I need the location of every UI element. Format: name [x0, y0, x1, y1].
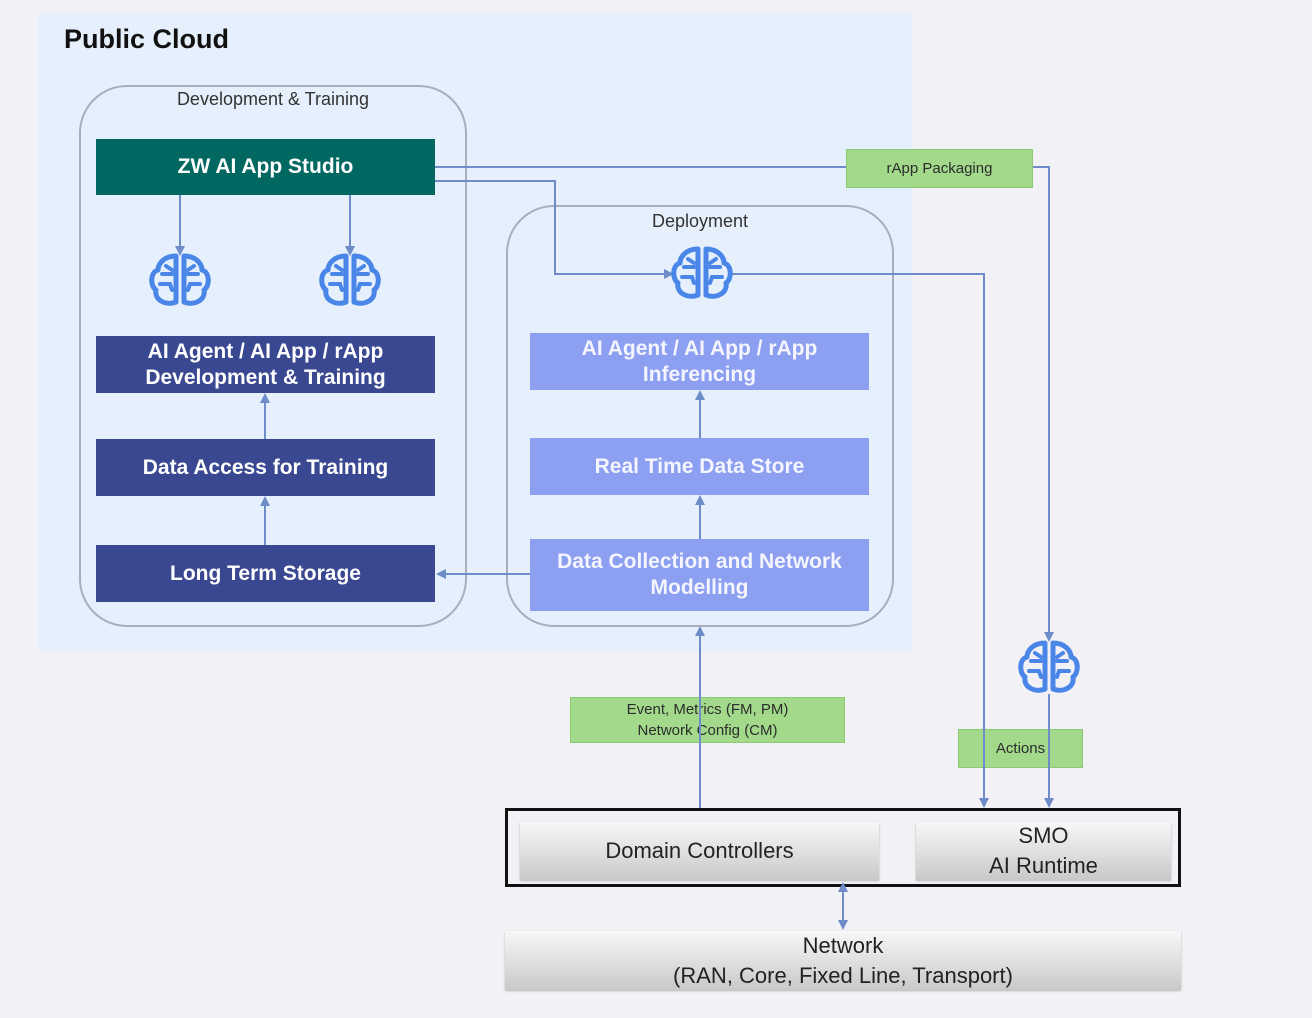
brain-icon [674, 249, 731, 296]
real-time-data-store-box[interactable]: Real Time Data Store [530, 438, 869, 495]
dev-training-group [79, 85, 467, 627]
rapp-packaging-tag: rApp Packaging [846, 149, 1033, 188]
events-metrics-tag: Event, Metrics (FM, PM) Network Config (… [570, 697, 845, 743]
data-access-box[interactable]: Data Access for Training [96, 439, 435, 496]
deployment-title: Deployment [651, 211, 749, 231]
deployment-to-smo-connector [730, 273, 989, 808]
smo-ai-runtime-box[interactable]: SMO AI Runtime [916, 822, 1171, 880]
brain-icon [1021, 643, 1078, 690]
ai-app-studio-box[interactable]: ZW AI App Studio [96, 139, 435, 195]
brain-icon [152, 256, 209, 303]
packaging-to-smo-brain-connector [1033, 166, 1054, 642]
dev-agent-box[interactable]: AI Agent / AI App / rApp Development & T… [96, 336, 435, 393]
actions-tag: Actions [958, 729, 1083, 768]
domain-controllers-box[interactable]: Domain Controllers [520, 822, 879, 880]
inferencing-agent-box[interactable]: AI Agent / AI App / rApp Inferencing [530, 333, 869, 390]
network-box[interactable]: Network (RAN, Core, Fixed Line, Transpor… [505, 931, 1181, 990]
dev-training-title: Development & Training [176, 89, 370, 109]
studio-to-deployment-connector [435, 180, 674, 279]
data-collection-box[interactable]: Data Collection and Network Modelling [530, 539, 869, 611]
brain-icon [322, 256, 379, 303]
public-cloud-title: Public Cloud [64, 24, 229, 54]
long-term-storage-box[interactable]: Long Term Storage [96, 545, 435, 602]
